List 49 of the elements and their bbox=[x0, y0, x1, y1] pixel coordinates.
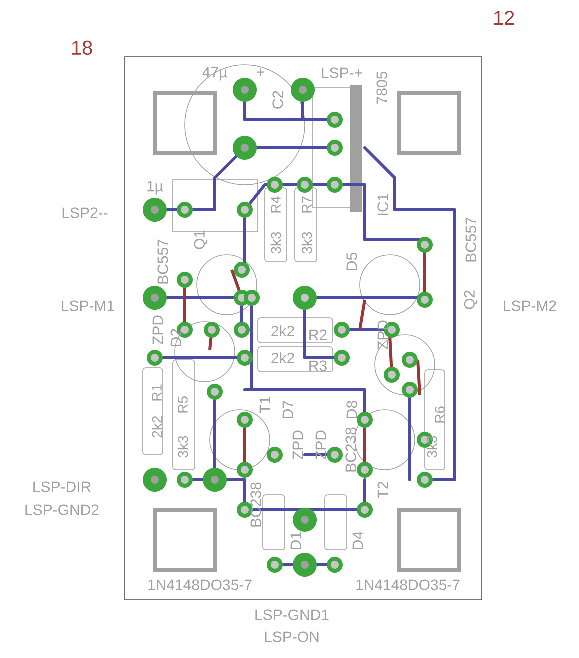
component-label: 3k3 bbox=[426, 436, 438, 458]
component-label: BC557 bbox=[466, 218, 476, 262]
component-label: D4 bbox=[352, 532, 364, 550]
connector-label: LSP-M1 bbox=[62, 300, 114, 312]
component-label: D1 bbox=[290, 532, 302, 550]
component-label: R7 bbox=[302, 196, 312, 213]
component-label: BC238 bbox=[346, 428, 356, 472]
sheet-number: 18 bbox=[72, 40, 92, 56]
component-label: + bbox=[257, 68, 265, 76]
connector-label: LSP-GND1 bbox=[256, 610, 329, 620]
connector-label: LSP-ON bbox=[265, 632, 319, 642]
component-label: Q1 bbox=[194, 230, 208, 250]
component-label: ZPD bbox=[316, 430, 326, 460]
component-label: 1N4148DO35-7 bbox=[148, 580, 252, 590]
component-label: 1µ bbox=[148, 181, 164, 195]
component-label: ZPD bbox=[292, 430, 304, 460]
component-label: BC557 bbox=[158, 240, 168, 284]
component-label: T1 bbox=[260, 396, 270, 414]
component-label: Q2 bbox=[464, 290, 478, 310]
component-label: R2 bbox=[310, 330, 327, 340]
connector-label: LSP2-- bbox=[62, 208, 108, 218]
connector-label: LSP-GND2 bbox=[26, 504, 99, 516]
component-label: 3k3 bbox=[302, 232, 312, 254]
component-label: 3k3 bbox=[178, 436, 188, 458]
component-label: R3 bbox=[310, 360, 327, 372]
component-label: 3k3 bbox=[270, 232, 282, 254]
component-label: R4 bbox=[271, 196, 281, 213]
component-label: 1N4148DO35-7 bbox=[356, 580, 460, 590]
component-label: R6 bbox=[435, 406, 445, 423]
component-label: D2 bbox=[170, 329, 182, 346]
component-label: ZPD bbox=[152, 316, 164, 345]
component-label: 2k2 bbox=[272, 352, 294, 364]
component-label: 7805 bbox=[376, 72, 388, 104]
component-label: ZPD bbox=[378, 320, 388, 350]
component-label: 2k2 bbox=[272, 326, 294, 336]
component-label: R1 bbox=[152, 384, 162, 401]
sheet-number: 12 bbox=[494, 11, 514, 25]
component-label: 2k2 bbox=[152, 416, 162, 438]
component-label: D8 bbox=[346, 401, 358, 418]
connector-label: LSP-M2 bbox=[504, 300, 556, 312]
component-label: BC238 bbox=[250, 482, 262, 527]
component-label: D7 bbox=[282, 401, 294, 418]
component-label: C2 bbox=[272, 91, 284, 109]
connector-label: LSP-+ bbox=[322, 68, 362, 78]
component-label: R5 bbox=[178, 396, 188, 413]
connector-label: LSP-DIR bbox=[34, 482, 91, 492]
component-label: D5 bbox=[346, 253, 358, 270]
component-label: T2 bbox=[378, 482, 388, 498]
component-label: IC1 bbox=[378, 194, 388, 216]
